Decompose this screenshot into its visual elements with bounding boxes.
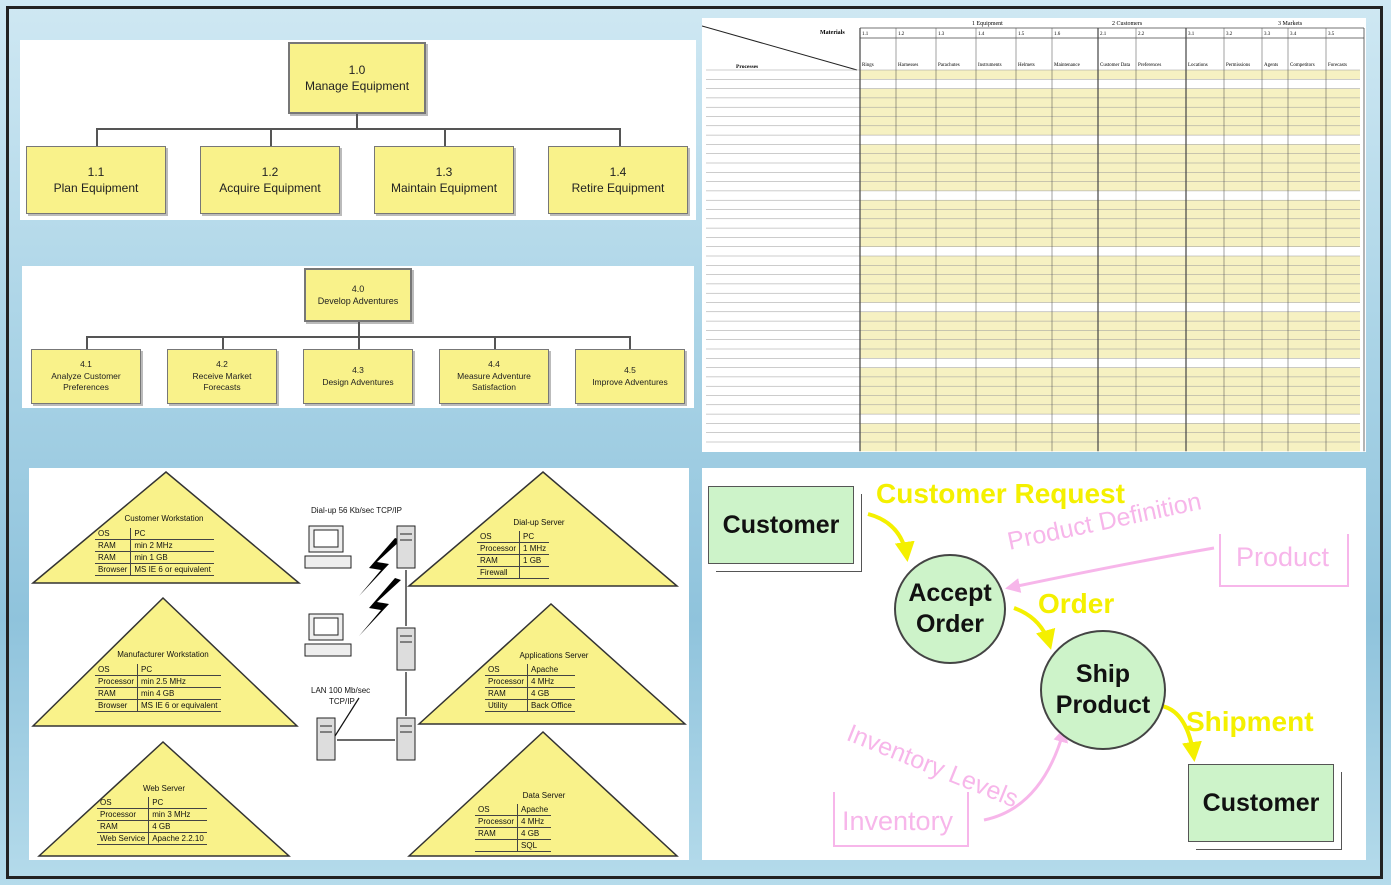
- matrix-column-header: Agents: [1264, 63, 1278, 68]
- matrix-column-code: 1.2: [898, 32, 905, 37]
- hierarchy-child-node: 1.4 Retire Equipment: [548, 146, 688, 214]
- node-title: Customer Workstation: [124, 514, 204, 523]
- server-icon: [396, 627, 416, 671]
- matrix-column-header: Parachutes: [938, 63, 960, 68]
- node-label: Manage Equipment: [304, 79, 410, 93]
- pc-icon: [304, 525, 352, 569]
- hierarchy-child-node: 4.2 Receive Market Forecasts: [167, 349, 277, 404]
- matrix-column-header: Locations: [1188, 63, 1208, 68]
- server-icon: [396, 525, 416, 569]
- matrix-column-code: 1.5: [1018, 32, 1025, 37]
- matrix-column-code: 1.6: [1054, 32, 1061, 37]
- hierarchy-root-node: 1.0 Manage Equipment: [288, 42, 426, 114]
- network-architecture-panel: Dial-up 56 Kb/sec TCP/IP LAN 100 Mb/sec …: [29, 468, 689, 860]
- matrix-column-code: 2.2: [1138, 32, 1145, 37]
- matrix-column-code: 2.1: [1100, 32, 1107, 37]
- matrix-group-label: 3 Markets: [1278, 21, 1303, 27]
- hierarchy-root-node: 4.0 Develop Adventures: [304, 268, 412, 322]
- dialup-link-label: Dial-up 56 Kb/sec TCP/IP: [311, 506, 403, 515]
- matrix-column-header: Harnesses: [898, 63, 918, 68]
- pc-icon: [304, 613, 352, 657]
- matrix-column-code: 1.1: [862, 32, 869, 37]
- matrix-column-header: Forecasts: [1328, 63, 1347, 68]
- node-title: Manufacturer Workstation: [117, 650, 209, 659]
- matrix-column-code: 3.1: [1188, 32, 1195, 37]
- matrix-column-header: Instruments: [978, 63, 1002, 68]
- matrix-group-label: 1 Equipment: [972, 21, 1003, 27]
- lightning-icon: [359, 578, 401, 636]
- hierarchy-child-node: 1.1 Plan Equipment: [26, 146, 166, 214]
- process-data-matrix-panel: Materials Processes 1 Equipment 2 Custom…: [702, 18, 1366, 452]
- server-icon: [396, 717, 416, 761]
- data-store-product: Product: [1236, 542, 1330, 572]
- matrix-column-code: 1.4: [978, 32, 985, 37]
- data-store-inventory: Inventory: [842, 806, 954, 836]
- dfd-arrows: [833, 512, 1349, 847]
- lan-link-label: LAN 100 Mb/sec: [311, 686, 371, 695]
- matrix-column-header: Maintenance: [1054, 63, 1081, 68]
- hierarchy-child-node: 4.3 Design Adventures: [303, 349, 413, 404]
- matrix-column-header: Customer Data: [1100, 63, 1131, 68]
- node-title: Dial-up Server: [513, 518, 565, 527]
- matrix-column-header: Helmets: [1018, 63, 1035, 68]
- flow-label-shipment: Shipment: [1186, 706, 1314, 737]
- flow-label-customer-request: Customer Request: [876, 478, 1125, 509]
- hierarchy-child-node: 4.4 Measure Adventure Satisfaction: [439, 349, 549, 404]
- lightning-icon: [359, 538, 401, 596]
- flow-label-order: Order: [1038, 588, 1115, 619]
- lan-link-label: TCP/IP: [329, 697, 355, 706]
- node-number: 1.0: [348, 62, 366, 77]
- hierarchy-child-node: 4.1 Analyze Customer Preferences: [31, 349, 141, 404]
- hierarchy-child-node: 4.5 Improve Adventures: [575, 349, 685, 404]
- matrix-grid: Materials Processes 1 Equipment 2 Custom…: [702, 21, 1365, 452]
- matrix-column-header: Competitors: [1290, 63, 1315, 68]
- node-title: Web Server: [142, 784, 186, 793]
- slide-frame: [6, 6, 1383, 879]
- external-entity-customer: Customer: [708, 486, 854, 564]
- external-entity-customer: Customer: [1188, 764, 1334, 842]
- server-icon: [316, 717, 336, 761]
- matrix-row-header: Processes: [736, 64, 758, 70]
- matrix-column-header: Rings: [862, 63, 874, 68]
- matrix-column-header: Permissions: [1226, 63, 1250, 68]
- equipment-hierarchy-panel: 1.0 Manage Equipment 1.1 Plan Equipment …: [20, 40, 696, 220]
- matrix-column-code: 3.5: [1328, 32, 1335, 37]
- adventures-hierarchy-panel: 4.0 Develop Adventures 4.1 Analyze Custo…: [22, 266, 694, 408]
- node-title: Data Server: [522, 791, 566, 800]
- matrix-column-code: 3.2: [1226, 32, 1233, 37]
- matrix-column-code: 3.4: [1290, 32, 1297, 37]
- hierarchy-child-node: 1.2 Acquire Equipment: [200, 146, 340, 214]
- matrix-column-header: Preferences: [1138, 63, 1161, 68]
- node-title: Applications Server: [519, 651, 589, 660]
- matrix-column-code: 3.3: [1264, 32, 1271, 37]
- hierarchy-child-node: 1.3 Maintain Equipment: [374, 146, 514, 214]
- matrix-column-code: 1.3: [938, 32, 945, 37]
- matrix-corner-label: Materials: [820, 30, 845, 36]
- matrix-group-label: 2 Customers: [1112, 21, 1143, 27]
